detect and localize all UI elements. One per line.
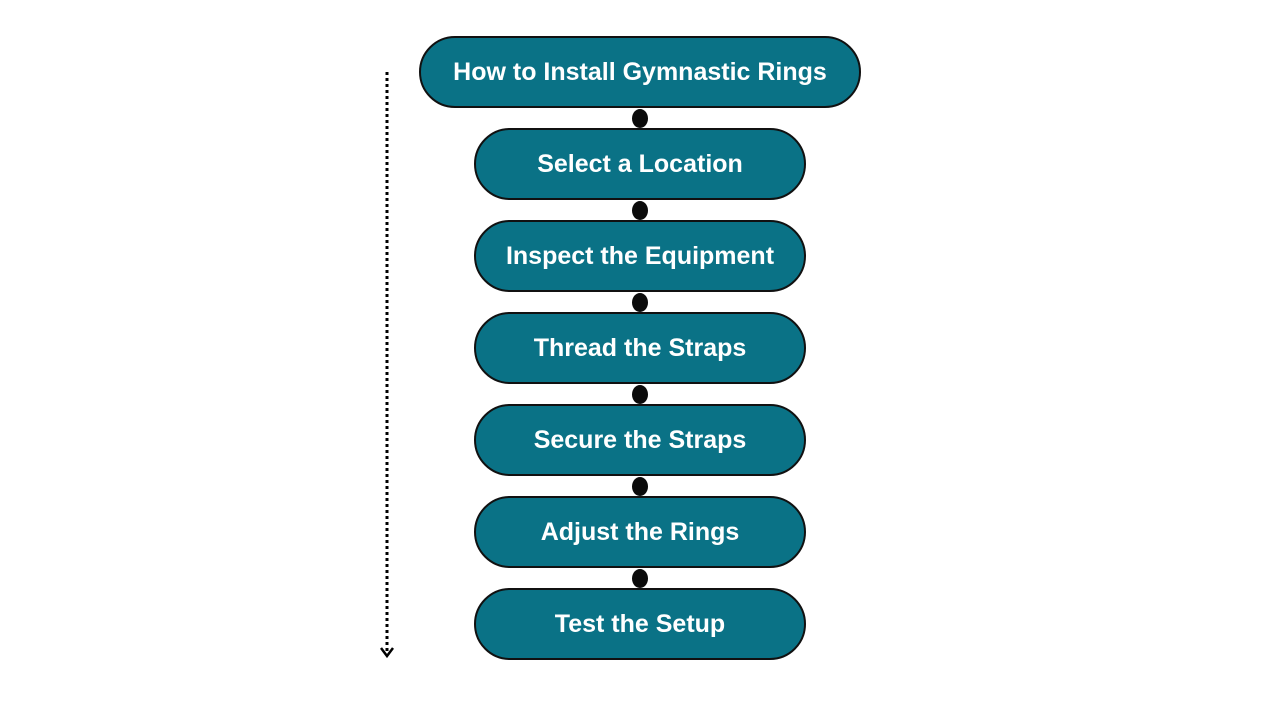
connector-dot [632, 385, 648, 404]
step-select-location: Select a Location [474, 128, 806, 200]
connector-dot [632, 477, 648, 496]
step-thread-straps: Thread the Straps [474, 312, 806, 384]
connector-dot [632, 569, 648, 588]
step-adjust-rings: Adjust the Rings [474, 496, 806, 568]
progress-arrow [380, 72, 394, 659]
step-secure-straps: Secure the Straps [474, 404, 806, 476]
arrowhead-icon [380, 647, 394, 659]
connector-dot [632, 293, 648, 312]
connector-dot [632, 109, 648, 128]
connector-dot [632, 201, 648, 220]
flowchart-title: How to Install Gymnastic Rings [419, 36, 861, 108]
step-test-setup: Test the Setup [474, 588, 806, 660]
step-inspect-equipment: Inspect the Equipment [474, 220, 806, 292]
